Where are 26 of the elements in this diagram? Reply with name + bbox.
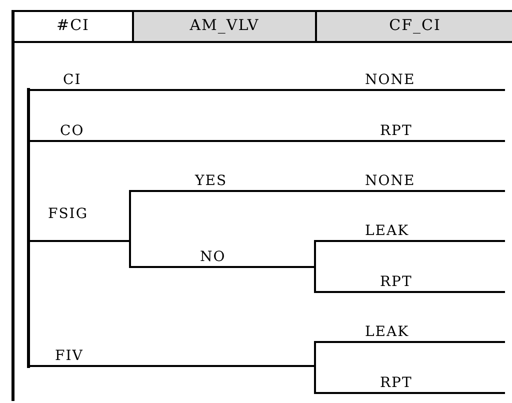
branch-line — [30, 240, 40, 242]
branch-label: RPT — [350, 273, 505, 293]
branch-line — [30, 140, 40, 142]
branch-line — [129, 240, 180, 268]
branch-line — [110, 140, 350, 142]
branch-line — [118, 365, 350, 394]
branch-label: FIV — [40, 347, 118, 367]
branch-line — [110, 89, 350, 91]
branch-line — [30, 365, 40, 367]
branch-label: CO — [40, 122, 110, 142]
branch-line — [129, 190, 180, 242]
branch-label: CI — [40, 71, 110, 91]
branch-label: LEAK — [350, 323, 505, 343]
header-cell: AM_VLV — [132, 10, 317, 43]
branch-label: RPT — [350, 374, 505, 394]
branch-label: FSIG — [40, 205, 130, 242]
branch-line — [30, 89, 40, 91]
branch-label: RPT — [350, 122, 505, 142]
branch-line — [270, 190, 350, 192]
branch-label: NO — [180, 248, 260, 268]
branch-trunk — [27, 88, 30, 368]
header-cell: CF_CI — [315, 10, 512, 43]
branch-label: NONE — [350, 172, 505, 192]
branch-label: YES — [180, 172, 270, 192]
branch-label: NONE — [350, 71, 505, 91]
branch-label: LEAK — [350, 222, 505, 242]
